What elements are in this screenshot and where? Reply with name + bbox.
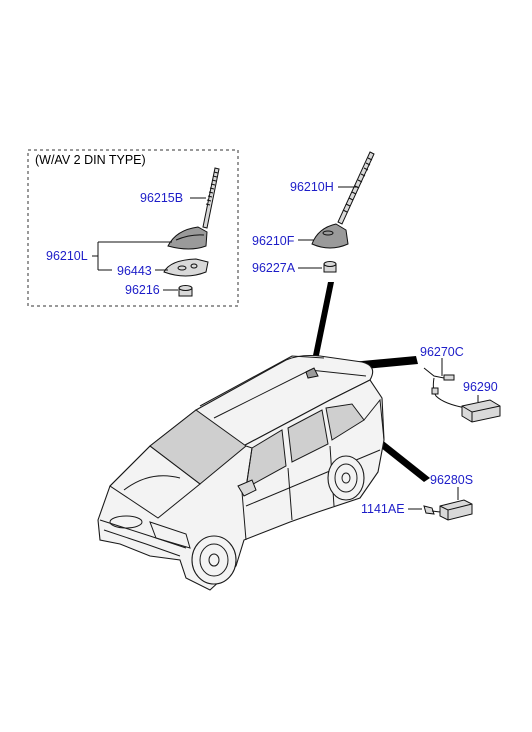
option-box-title: (W/AV 2 DIN TYPE): [35, 153, 146, 167]
part-label-96280s[interactable]: 96280S: [430, 473, 473, 487]
part-label-96210f[interactable]: 96210F: [252, 234, 295, 248]
part-label-96227a[interactable]: 96227A: [252, 261, 296, 275]
antenna-rod-96210h-icon: [337, 151, 375, 225]
pointer-roof-antenna: [310, 282, 334, 370]
part-label-96210h[interactable]: 96210H: [290, 180, 334, 194]
option-box: [27, 149, 239, 307]
antenna-rod-96215b-icon: [202, 167, 220, 229]
vehicle-suv-illustration: [97, 354, 385, 591]
antenna-base-96210l-icon: [167, 226, 208, 250]
part-label-96270c[interactable]: 96270C: [420, 345, 464, 359]
module-96280s-icon: [439, 499, 473, 521]
leader-96210l: [92, 241, 172, 271]
antenna-base-96210f-icon: [311, 223, 349, 249]
nut-96227a-icon: [323, 261, 337, 273]
part-label-96290[interactable]: 96290: [463, 380, 498, 394]
bolt-1141ae-icon: [423, 505, 441, 515]
part-label-96443[interactable]: 96443: [117, 264, 152, 278]
part-label-96216[interactable]: 96216: [125, 283, 160, 297]
part-label-96215b[interactable]: 96215B: [140, 191, 183, 205]
cable-96270c-icon: [423, 367, 467, 409]
part-label-1141ae[interactable]: 1141AE: [361, 502, 405, 516]
nut-96216-icon: [178, 285, 193, 297]
part-label-96210l[interactable]: 96210L: [46, 249, 88, 263]
gasket-96443-icon: [163, 258, 209, 277]
amplifier-96290-icon: [461, 399, 501, 423]
